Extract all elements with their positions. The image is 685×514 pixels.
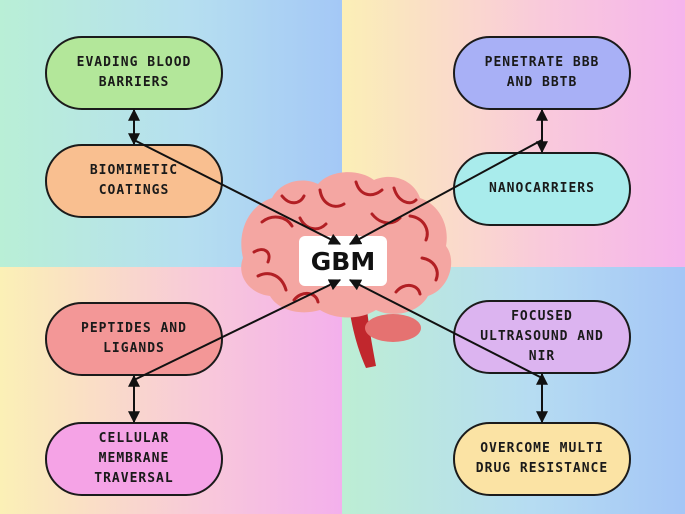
node-text-line: MEMBRANE xyxy=(98,451,170,466)
node-evading-blood-barriers: EVADING BLOOD BARRIERS xyxy=(45,36,223,110)
node-text-line: NIR xyxy=(528,349,556,364)
cerebellum xyxy=(365,314,421,342)
arrow-to-gbm-from-bottom-left xyxy=(133,279,342,381)
node-text-line: CELLULAR xyxy=(98,431,170,446)
node-text-line: AND BBTB xyxy=(506,75,578,90)
node-text-line: PENETRATE BBB xyxy=(484,55,600,70)
node-overcome-multidrug-resistance: OVERCOME MULTI DRUG RESISTANCE xyxy=(453,422,631,496)
node-text-line: BARRIERS xyxy=(98,75,170,90)
node-text-line: PEPTIDES AND xyxy=(81,321,187,336)
node-text-line: OVERCOME MULTI xyxy=(480,441,604,456)
node-text-line: DRUG RESISTANCE xyxy=(475,461,609,476)
node-text-line: EVADING BLOOD xyxy=(76,55,192,70)
node-text-line: TRAVERSAL xyxy=(94,471,174,486)
node-text-line: FOCUSED xyxy=(511,309,573,324)
node-text-line: NANOCARRIERS xyxy=(489,181,595,196)
node-focused-ultrasound-nir: FOCUSED ULTRASOUND AND NIR xyxy=(453,300,631,374)
node-cellular-membrane-traversal: CELLULAR MEMBRANE TRAVERSAL xyxy=(45,422,223,496)
arrow-to-gbm-from-top-left xyxy=(133,139,342,245)
brain-folds xyxy=(252,180,439,304)
node-penetrate-bbb-bbtb: PENETRATE BBB AND BBTB xyxy=(453,36,631,110)
node-biomimetic-coatings: BIOMIMETIC COATINGS xyxy=(45,144,223,218)
node-nanocarriers: NANOCARRIERS xyxy=(453,152,631,226)
gbm-center-label: GBM xyxy=(299,236,387,286)
arrow-to-gbm-from-bottom-right xyxy=(348,279,543,379)
node-text-line: COATINGS xyxy=(98,183,170,198)
node-text-line: ULTRASOUND AND xyxy=(480,329,604,344)
node-text-line: LIGANDS xyxy=(103,341,165,356)
node-text-line: BIOMIMETIC xyxy=(89,163,179,178)
arrow-to-gbm-from-top-right xyxy=(348,139,543,245)
